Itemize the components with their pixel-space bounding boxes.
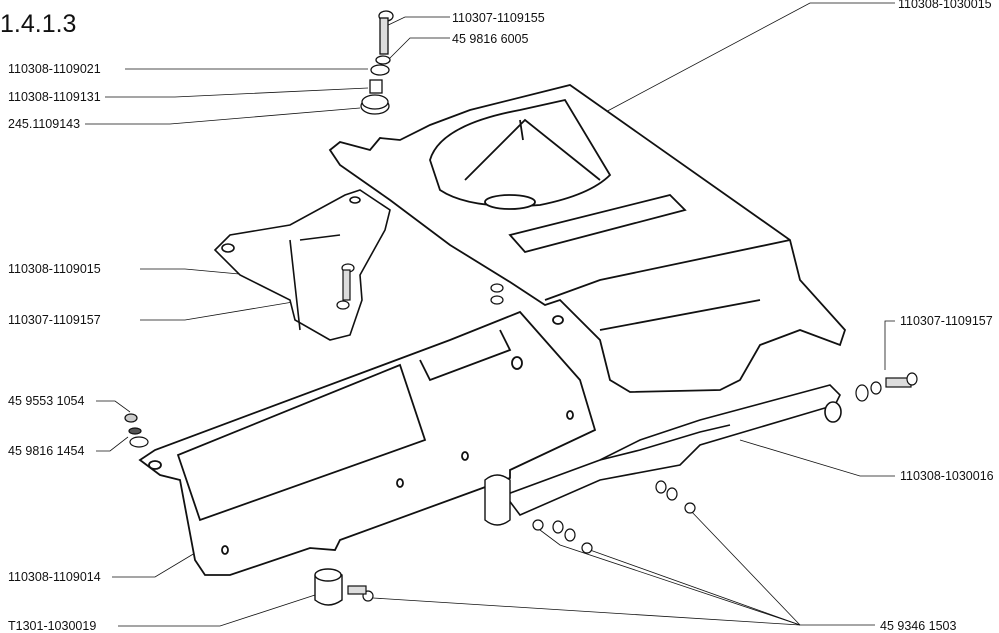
label-clamp: T1301-1030019 [8,619,97,633]
label-screws: 45 9346 1503 [880,619,957,633]
frame-part [138,310,597,576]
diagram-title: 1.4.1.3 [0,10,77,38]
label-nut-left: 45 9553 1054 [8,394,85,408]
label-bracket-bolt: 110307-1109157 [8,313,101,327]
label-frame: 110308-1109014 [8,570,101,584]
label-spacer: 110308-1109131 [8,90,101,104]
label-rail: 110308-1030016 [900,469,994,483]
clamp-blocks [314,474,511,606]
label-washer-top: 45 9816 6005 [452,32,529,46]
seat-cover-part [328,84,847,393]
left-nut-washers [124,413,149,448]
top-fastener-stack [360,10,394,115]
label-washer-left: 45 9816 1454 [8,444,85,458]
label-bracket: 110308-1109015 [8,262,101,276]
right-bolt-stack [855,372,918,402]
label-washer-flat: 110308-1109021 [8,62,101,76]
label-cover: 110308-1030015 [898,0,992,11]
label-bolt-top: 110307-1109155 [452,11,545,25]
mounting-bracket-part [213,189,391,341]
rail-screws [347,480,696,602]
bracket-bolt [336,263,355,310]
label-bolt-right: 110307-1109157 [900,314,993,328]
label-rubber-bushing: 245.1109143 [8,117,81,131]
rail-part [503,384,842,516]
leader-lines [85,2,895,627]
right-frame-washers [490,283,504,305]
